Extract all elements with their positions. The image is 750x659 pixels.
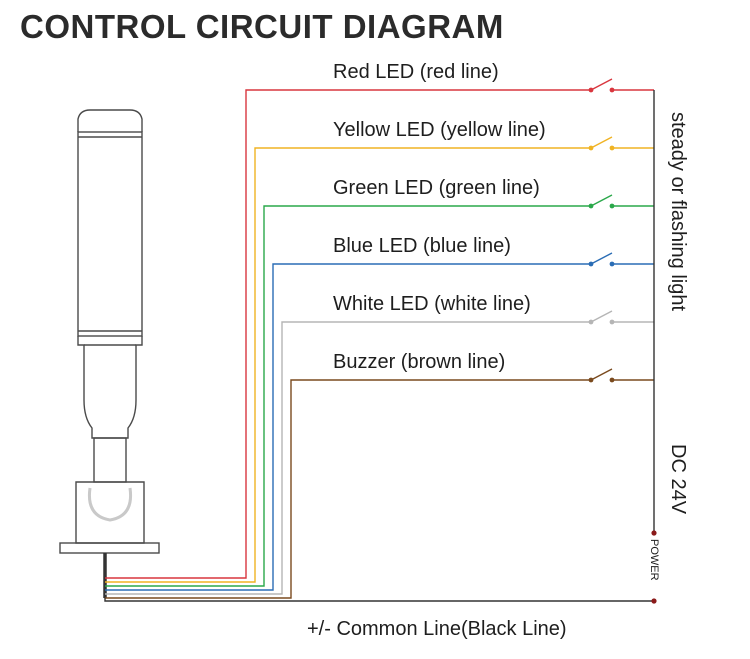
label-yellow-led: Yellow LED (yellow line) (333, 119, 546, 141)
wire-brown (105, 379, 590, 599)
switch-blue-contact-1 (588, 261, 594, 267)
label-blue-led: Blue LED (blue line) (333, 235, 511, 257)
label-green-led: Green LED (green line) (333, 177, 540, 199)
switch-blue-contact-2 (609, 261, 615, 267)
signal-tower-light (59, 109, 160, 554)
switch-brown-contact-1 (588, 377, 594, 383)
switch-yellow (590, 136, 613, 149)
switch-blue (590, 252, 613, 265)
switch-yellow-contact-1 (588, 145, 594, 151)
switch-green-contact-1 (588, 203, 594, 209)
switch-white-contact-1 (588, 319, 594, 325)
diagram-title: CONTROL CIRCUIT DIAGRAM (20, 8, 504, 45)
switch-red-contact-2 (609, 87, 615, 93)
tower-connector (93, 437, 127, 483)
switch-white (590, 310, 613, 323)
switch-yellow-contact-2 (609, 145, 615, 151)
tower-cap (77, 109, 143, 132)
switch-white-contact-2 (609, 319, 615, 325)
wire-green (105, 205, 590, 587)
switch-red-contact-1 (588, 87, 594, 93)
wire-blue (105, 263, 590, 591)
wire-white (105, 321, 590, 595)
switch-red (590, 78, 613, 91)
mode-label: steady or flashing light (667, 112, 689, 312)
tower-neck (77, 336, 143, 439)
power-label: POWER (648, 539, 660, 581)
wire-red (105, 89, 590, 579)
tower-base-plate (59, 542, 160, 554)
tower-mount-bracket (75, 481, 145, 544)
label-buzzer: Buzzer (brown line) (333, 351, 506, 373)
switch-brown-contact-2 (609, 377, 615, 383)
switch-brown (590, 368, 613, 381)
voltage-label: DC 24V (667, 444, 689, 515)
wire-yellow (105, 147, 590, 583)
label-red-led: Red LED (red line) (333, 61, 499, 83)
label-white-led: White LED (white line) (333, 293, 531, 315)
switch-green-contact-2 (609, 203, 615, 209)
common-line-label: +/- Common Line(Black Line) (307, 618, 567, 640)
power-terminal-top (651, 530, 657, 536)
tower-lens-body (77, 131, 143, 337)
power-terminal-bottom (651, 598, 657, 604)
switch-green (590, 194, 613, 207)
tower-mount-ring (87, 487, 133, 522)
common-line (104, 598, 654, 602)
wire-group (105, 78, 654, 599)
